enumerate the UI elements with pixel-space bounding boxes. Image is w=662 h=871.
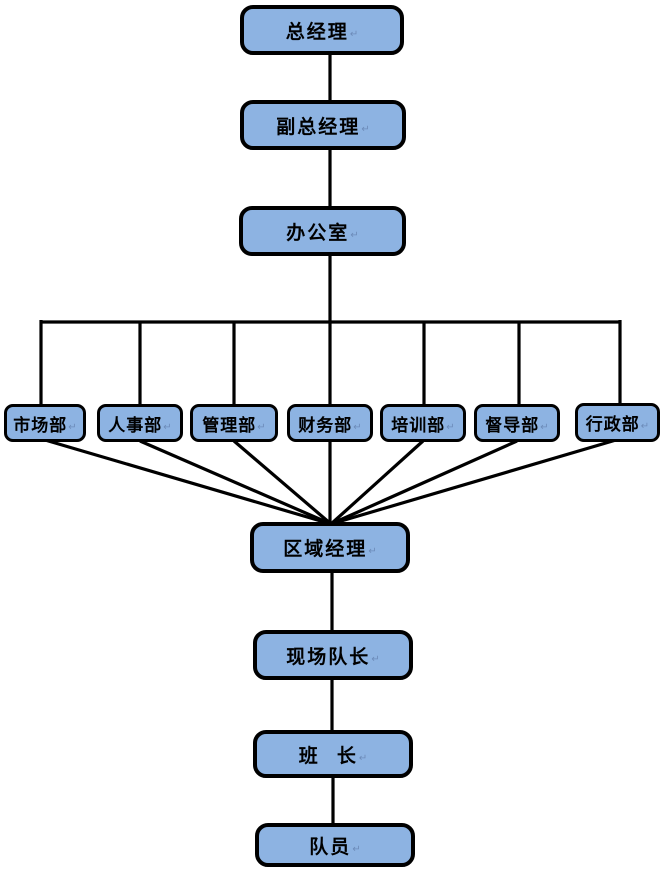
paragraph-mark: ↵ [353, 421, 362, 433]
paragraph-mark: ↵ [446, 421, 455, 433]
org-node-office: 办公室↵ [239, 206, 406, 256]
org-node-label: 督导部 [485, 415, 540, 436]
org-node-label: 行政部 [585, 415, 640, 435]
paragraph-mark: ↵ [163, 421, 172, 433]
org-node-label: 班 长 [298, 744, 358, 767]
org-node-label: 副总经理 [276, 115, 361, 138]
org-node-label: 区域经理 [283, 538, 368, 560]
paragraph-mark: ↵ [540, 421, 549, 433]
paragraph-mark: ↵ [358, 752, 368, 764]
org-node-label: 队员 [309, 835, 352, 858]
org-node-admin-dept: 行政部↵ [575, 403, 660, 442]
connector-bottom-spine [330, 572, 335, 824]
org-node-supervision-dept: 督导部↵ [474, 404, 560, 442]
org-node-label: 培训部 [391, 415, 446, 436]
org-node-site-captain: 现场队长↵ [253, 630, 413, 680]
org-node-finance-dept: 财务部↵ [287, 404, 373, 442]
org-node-label: 总经理 [285, 20, 349, 43]
paragraph-mark: ↵ [361, 123, 370, 135]
org-node-deputy-general-manager: 副总经理↵ [240, 100, 406, 150]
org-node-training-dept: 培训部↵ [380, 404, 466, 442]
connector-diag-2 [139, 439, 332, 526]
connector-drops [39, 320, 622, 406]
org-node-general-manager: 总经理↵ [240, 5, 404, 55]
org-node-label: 现场队长 [286, 645, 371, 668]
org-node-regional-manager: 区域经理↵ [250, 522, 410, 573]
paragraph-mark: ↵ [371, 653, 380, 665]
org-node-label: 财务部 [298, 415, 353, 436]
paragraph-mark: ↵ [640, 421, 650, 432]
paragraph-mark: ↵ [350, 229, 359, 241]
paragraph-mark: ↵ [68, 421, 77, 433]
org-node-management-dept: 管理部↵ [190, 404, 278, 442]
paragraph-mark: ↵ [368, 546, 377, 557]
org-node-hr-dept: 人事部↵ [97, 404, 183, 442]
org-node-team-member: 队员↵ [255, 823, 415, 867]
org-node-label: 人事部 [108, 415, 163, 436]
paragraph-mark: ↵ [349, 28, 359, 40]
org-node-label: 市场部 [13, 415, 68, 436]
org-node-label: 办公室 [286, 221, 350, 244]
connector-diag-3 [232, 439, 333, 526]
connector-diag-7 [330, 438, 617, 526]
connector-diag-5 [329, 439, 425, 526]
org-node-label: 管理部 [202, 415, 257, 436]
org-node-marketing-dept: 市场部↵ [4, 404, 86, 442]
paragraph-mark: ↵ [352, 843, 361, 855]
org-node-squad-leader: 班 长↵ [253, 730, 413, 778]
connector-diag-6 [330, 439, 518, 526]
paragraph-mark: ↵ [257, 421, 266, 433]
connector-diag-1 [44, 438, 332, 526]
